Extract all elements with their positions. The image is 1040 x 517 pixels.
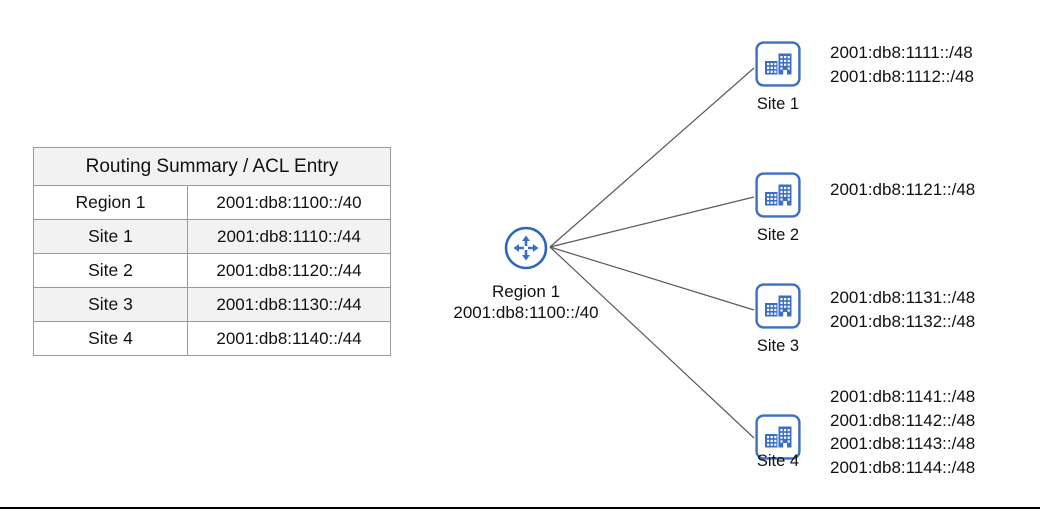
router-name: Region 1: [491, 282, 561, 301]
row-prefix: 2001:db8:1110::/44: [186, 219, 392, 254]
site-label-site-1: Site 1: [756, 95, 800, 113]
office-building-icon: [755, 283, 801, 329]
prefix: 2001:db8:1143::/48: [830, 434, 976, 453]
link-region-site2: [549, 196, 755, 248]
table-header-row: Routing Summary / ACL Entry: [32, 147, 392, 186]
bottom-divider: [0, 507, 1040, 509]
prefix: 2001:db8:1112::/48: [830, 66, 975, 86]
table-row: Site 1 2001:db8:1110::/44: [33, 219, 392, 254]
row-label: Site 1: [33, 219, 188, 254]
site-label-site-2: Site 2: [756, 226, 800, 244]
site-prefixes-site-2: 2001:db8:1121::/48: [830, 178, 975, 202]
prefix: 2001:db8:1144::/48: [830, 457, 976, 477]
row-prefix: 2001:db8:1120::/44: [186, 253, 392, 288]
site-node-site-4[interactable]: [755, 414, 801, 460]
table-row: Site 4 2001:db8:1140::/44: [33, 321, 392, 356]
row-label: Site 3: [33, 287, 188, 322]
prefix: 2001:db8:1111::/48: [830, 43, 973, 62]
site-label-site-3: Site 3: [756, 337, 800, 355]
row-label: Site 4: [33, 321, 188, 356]
site-node-site-2[interactable]: [755, 172, 801, 218]
router-icon: [504, 226, 548, 270]
table-title: Routing Summary / ACL Entry: [32, 147, 392, 186]
link-region-site4: [549, 246, 755, 439]
table-row: Site 3 2001:db8:1130::/44: [33, 287, 392, 322]
site-node-site-1[interactable]: [755, 41, 801, 87]
site-prefixes-site-3: 2001:db8:1131::/48 2001:db8:1132::/48: [830, 286, 975, 333]
row-prefix: 2001:db8:1130::/44: [186, 287, 392, 322]
prefix: 2001:db8:1132::/48: [830, 311, 976, 331]
table-row: Region 1 2001:db8:1100::/40: [33, 185, 392, 220]
row-prefix: 2001:db8:1100::/40: [186, 185, 392, 220]
link-region-site1: [549, 67, 755, 248]
prefix: 2001:db8:1121::/48: [830, 180, 976, 199]
row-label: Site 2: [33, 253, 188, 288]
prefix: 2001:db8:1141::/48: [830, 387, 976, 406]
site-prefixes-site-4: 2001:db8:1141::/48 2001:db8:1142::/48 20…: [830, 385, 975, 479]
router-prefix: 2001:db8:1100::/40: [453, 303, 599, 322]
router-label-region-1: Region 1 2001:db8:1100::/40: [406, 281, 646, 323]
table-row: Site 2 2001:db8:1120::/44: [33, 253, 392, 288]
office-building-icon: [755, 414, 801, 460]
router-node-region-1[interactable]: [504, 226, 548, 270]
routing-summary-table: Routing Summary / ACL Entry Region 1 200…: [32, 147, 392, 356]
prefix: 2001:db8:1131::/48: [830, 288, 976, 307]
prefix: 2001:db8:1142::/48: [830, 410, 976, 430]
office-building-icon: [755, 172, 801, 218]
site-label-site-4: Site 4: [756, 452, 800, 470]
row-prefix: 2001:db8:1140::/44: [186, 321, 392, 356]
site-node-site-3[interactable]: [755, 283, 801, 329]
office-building-icon: [755, 41, 801, 87]
site-prefixes-site-1: 2001:db8:1111::/48 2001:db8:1112::/48: [830, 41, 974, 88]
